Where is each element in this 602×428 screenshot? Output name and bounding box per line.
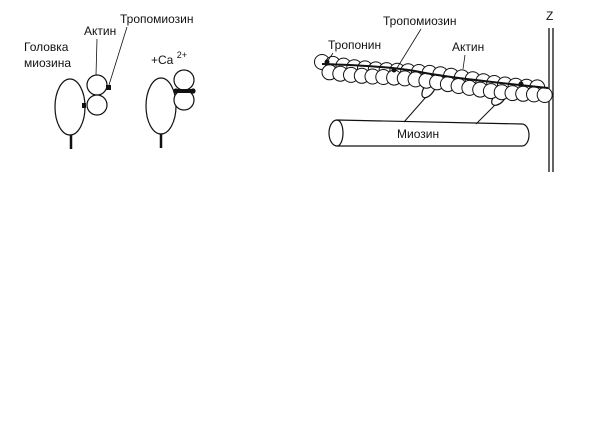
label-calcium: +Ca 2+ [151,50,187,67]
label-actin-left: Актин [84,24,116,38]
label-calcium-symbol: +Ca [151,53,174,67]
label-tropomyosin-right: Тропомиозин [383,14,457,28]
resting-state-cross-section: Головка миозина Актин Тропомиозин [24,12,194,149]
label-myosin: Миозин [397,127,439,141]
label-troponin: Тропонин [328,38,381,52]
label-z-line: Z [546,9,553,23]
actin-monomer-upper [86,74,108,96]
myosin-binding-mark [82,103,86,108]
myosin-head-activated [145,77,177,135]
longitudinal-view: Z Миозин Тропомиозин Тропонин Актин [314,9,554,172]
troponin-mark-3 [518,81,524,87]
cross-bridge-arm-2 [475,103,497,125]
actin-monomer-lower [86,94,108,116]
label-calcium-charge: 2+ [177,50,187,60]
calcium-state-cross-section: +Ca 2+ [145,50,196,148]
troponin-mark-2 [391,67,397,73]
label-myosin-head-line1: Головка [24,40,69,54]
tropomyosin-dot-shifted-left [173,88,179,94]
label-myosin-head: Головка миозина [24,40,72,70]
tropomyosin-dot-shifted-right [190,88,196,94]
pointer-tropomyosin-left [108,26,128,86]
cross-bridge-arm-1 [403,96,427,123]
pointer-tropomyosin-right [396,28,422,69]
myosin-head-resting [54,78,86,136]
pointer-actin-right [462,54,466,70]
label-actin-right: Актин [452,40,484,54]
label-myosin-head-line2: миозина [24,56,71,70]
actin-thin-filament [314,54,553,103]
pointer-troponin [326,52,334,63]
actin-monomer-upper-ca [173,69,195,91]
myosin-filament-tail-mark [336,119,344,147]
tropomyosin-dot-resting [106,85,111,90]
pointer-actin-left [95,38,98,76]
tropomyosin-strand [321,63,549,89]
actin-bead [536,87,553,103]
label-tropomyosin-left: Тропомиозин [120,12,194,26]
myosin-thick-filament [328,119,530,147]
